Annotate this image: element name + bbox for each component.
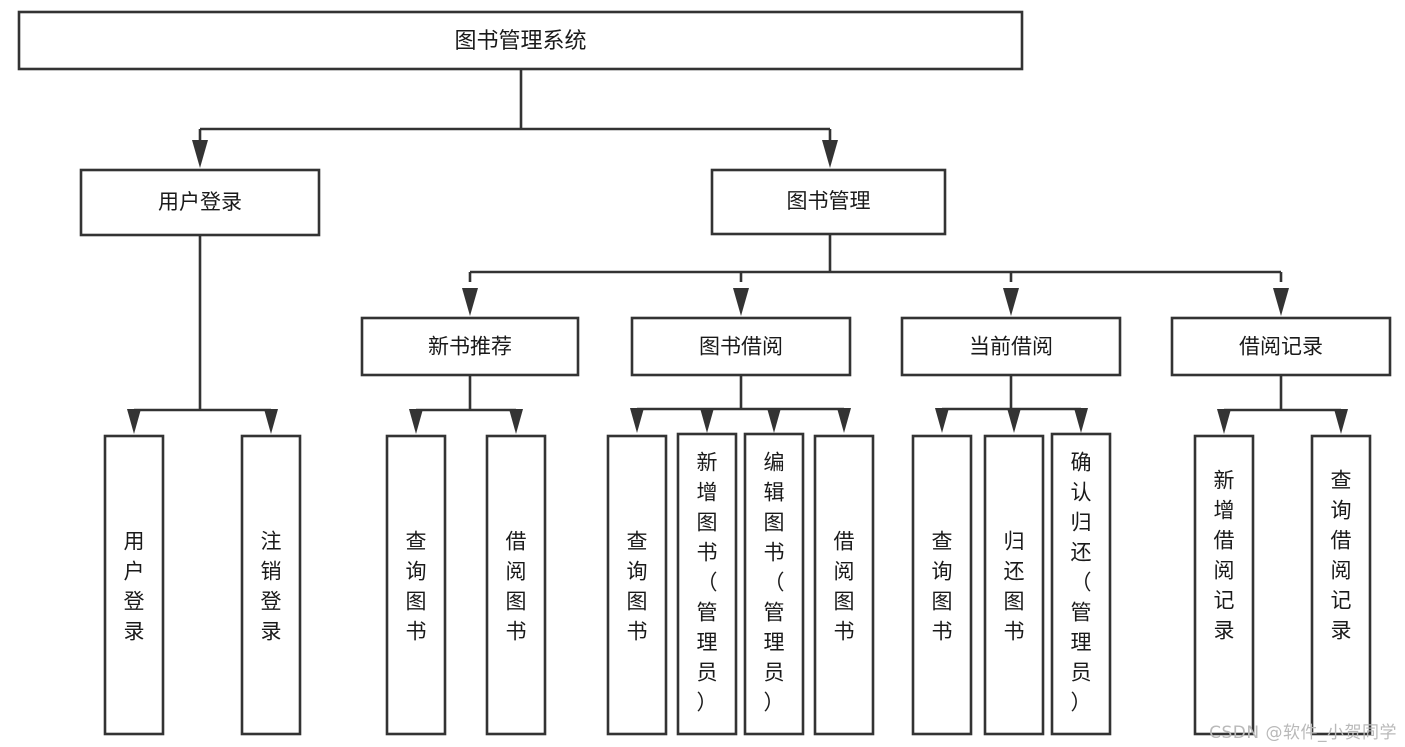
arrow-borrow-record-leaf2 [1334, 409, 1348, 434]
leaf-node-label: 查询图书 [627, 529, 648, 643]
leaf-node-label: 注销登录 [261, 529, 282, 643]
leaf-node-box[interactable] [676, 432, 738, 736]
node-new-book-recommend-box[interactable] [360, 316, 580, 377]
arrow-book-borrow-leaf4 [837, 408, 851, 433]
node-book-management[interactable]: 图书管理 [710, 168, 947, 236]
leaf-node-label: 借阅图书 [506, 529, 527, 643]
leaf-node[interactable]: 新增借阅记录 [1193, 434, 1255, 736]
leaf-node-label: 编辑图书（管理员） [764, 450, 785, 714]
node-root[interactable]: 图书管理系统 [17, 10, 1024, 71]
leaf-node-label: 借阅图书 [834, 529, 855, 643]
node-current-borrow[interactable]: 当前借阅 [900, 316, 1122, 377]
leaf-node-box[interactable] [385, 434, 447, 736]
node-root-label: 图书管理系统 [454, 29, 586, 54]
leaf-node[interactable]: 借阅图书 [485, 434, 547, 736]
node-borrow-record-box[interactable] [1170, 316, 1392, 377]
leaf-node[interactable]: 归还图书 [983, 434, 1045, 736]
node-borrow-record-label: 借阅记录 [1239, 335, 1323, 359]
leaf-node[interactable]: 用户登录 [103, 434, 165, 736]
leaf-node-box[interactable] [485, 434, 547, 736]
leaf-node-box[interactable] [606, 434, 668, 736]
leaf-node-box[interactable] [983, 434, 1045, 736]
node-book-borrow-box[interactable] [630, 316, 852, 377]
arrow-user-login-leaf1 [127, 409, 141, 434]
arrow-to-borrow-record [1273, 288, 1289, 316]
leaf-node[interactable]: 确认归还（管理员） [1050, 432, 1112, 736]
node-root-box[interactable] [17, 10, 1024, 71]
leaf-node-box[interactable] [1050, 432, 1112, 736]
node-user-login-box[interactable] [79, 168, 321, 237]
node-book-borrow[interactable]: 图书借阅 [630, 316, 852, 377]
arrow-current-borrow-leaf3 [1074, 408, 1088, 433]
leaf-node-box[interactable] [1310, 434, 1372, 736]
leaf-node-layer: 用户登录 注销登录 查询图书 借阅图书 查询图书 新增图书（管理员） 编辑图书（管理员） 借阅… [103, 432, 1372, 736]
leaf-node[interactable]: 查询借阅记录 [1310, 434, 1372, 736]
arrow-current-borrow-leaf1 [935, 408, 949, 433]
arrow-to-book-borrow [733, 288, 749, 316]
leaf-node[interactable]: 新增图书（管理员） [676, 432, 738, 736]
arrow-current-borrow-leaf2 [1007, 408, 1021, 433]
leaf-node-label: 确认归还（管理员） [1071, 450, 1092, 714]
node-current-borrow-box[interactable] [900, 316, 1122, 377]
node-borrow-record[interactable]: 借阅记录 [1170, 316, 1392, 377]
arrow-root-to-book-mgmt [822, 140, 838, 168]
arrow-new-book-rec-leaf2 [509, 409, 523, 434]
connector-layer [127, 69, 1348, 434]
arrow-to-new-book-rec [462, 288, 478, 316]
leaf-node-box[interactable] [813, 434, 875, 736]
node-book-management-label: 图书管理 [787, 189, 871, 213]
leaf-node-label: 查询图书 [932, 529, 953, 643]
leaf-node[interactable]: 查询图书 [606, 434, 668, 736]
arrow-to-current-borrow [1003, 288, 1019, 316]
leaf-node-box[interactable] [911, 434, 973, 736]
arrow-book-borrow-leaf3 [767, 408, 781, 433]
arrow-root-to-user-login [192, 140, 208, 168]
leaf-node-label: 查询借阅记录 [1331, 468, 1352, 642]
arrow-user-login-leaf2 [264, 409, 278, 434]
leaf-node[interactable]: 编辑图书（管理员） [743, 432, 805, 736]
leaf-node[interactable]: 查询图书 [911, 434, 973, 736]
node-current-borrow-label: 当前借阅 [969, 335, 1053, 359]
leaf-node-box[interactable] [103, 434, 165, 736]
node-new-book-recommend[interactable]: 新书推荐 [360, 316, 580, 377]
leaf-node-box[interactable] [743, 432, 805, 736]
leaf-node-label: 查询图书 [406, 529, 427, 643]
leaf-node-label: 新增图书（管理员） [697, 450, 718, 714]
node-user-login-label: 用户登录 [158, 190, 242, 214]
node-new-book-recommend-label: 新书推荐 [428, 335, 512, 359]
leaf-node[interactable]: 注销登录 [240, 434, 302, 736]
arrow-book-borrow-leaf2 [700, 408, 714, 433]
arrow-new-book-rec-leaf1 [409, 409, 423, 434]
leaf-node-box[interactable] [1193, 434, 1255, 736]
leaf-node[interactable]: 借阅图书 [813, 434, 875, 736]
leaf-node-label: 用户登录 [124, 529, 145, 643]
arrow-book-borrow-leaf1 [630, 408, 644, 433]
arrow-borrow-record-leaf1 [1217, 409, 1231, 434]
node-book-management-box[interactable] [710, 168, 947, 236]
leaf-node-label: 新增借阅记录 [1214, 468, 1235, 642]
leaf-node-box[interactable] [240, 434, 302, 736]
node-user-login[interactable]: 用户登录 [79, 168, 321, 237]
leaf-node-label: 归还图书 [1004, 529, 1025, 643]
leaf-node[interactable]: 查询图书 [385, 434, 447, 736]
node-book-borrow-label: 图书借阅 [699, 335, 783, 359]
